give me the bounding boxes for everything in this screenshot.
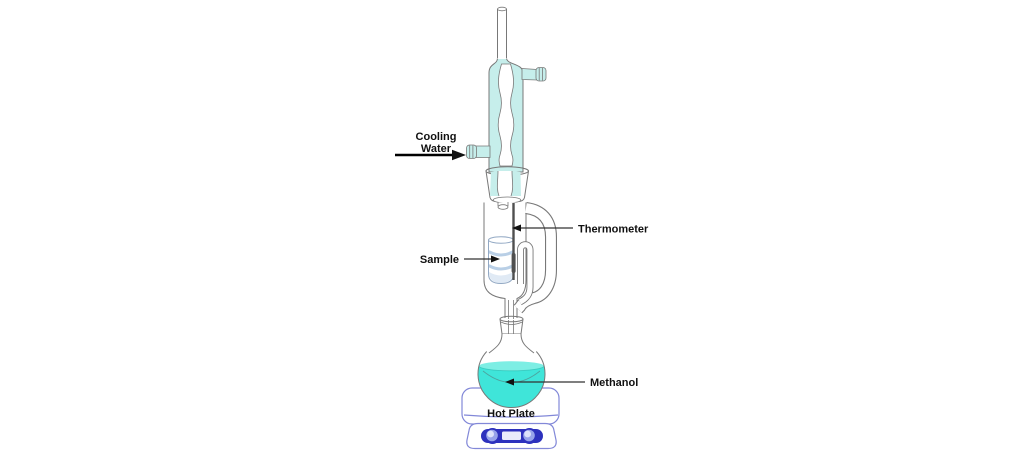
sample-label: Sample bbox=[420, 254, 459, 266]
sample-arrowhead bbox=[491, 255, 500, 263]
hot-plate-label: Hot Plate bbox=[487, 408, 535, 420]
methanol-arrowhead bbox=[505, 378, 514, 386]
methanol-label: Methanol bbox=[590, 377, 638, 389]
cooling-water-inlet-arm bbox=[466, 144, 491, 159]
hot-plate-knob-right bbox=[521, 428, 538, 444]
cooling-water-label-line2: Water bbox=[421, 143, 452, 155]
hot-plate-knob-left bbox=[484, 428, 501, 444]
thermometer-label: Thermometer bbox=[578, 224, 649, 236]
thermometer-rod bbox=[511, 203, 516, 280]
flask-neck bbox=[488, 333, 535, 354]
condenser bbox=[466, 6, 547, 204]
thermometer-arrowhead bbox=[512, 224, 521, 232]
annotations: Cooling Water Thermometer Sample Methano… bbox=[395, 131, 649, 420]
round-bottom-flask bbox=[477, 333, 546, 408]
cooling-water-outlet-arm bbox=[521, 67, 547, 82]
cooling-water-label: Cooling bbox=[416, 131, 457, 143]
condenser-top-tube bbox=[497, 6, 507, 59]
siphon-tube bbox=[517, 241, 534, 306]
methanol-liquid bbox=[478, 361, 545, 408]
flask-joint bbox=[499, 315, 524, 335]
condenser-inner-coil bbox=[497, 63, 515, 167]
soxhlet-extractor bbox=[483, 202, 557, 338]
hot-plate-display bbox=[502, 431, 521, 440]
cooling-water-arrow bbox=[395, 149, 466, 161]
